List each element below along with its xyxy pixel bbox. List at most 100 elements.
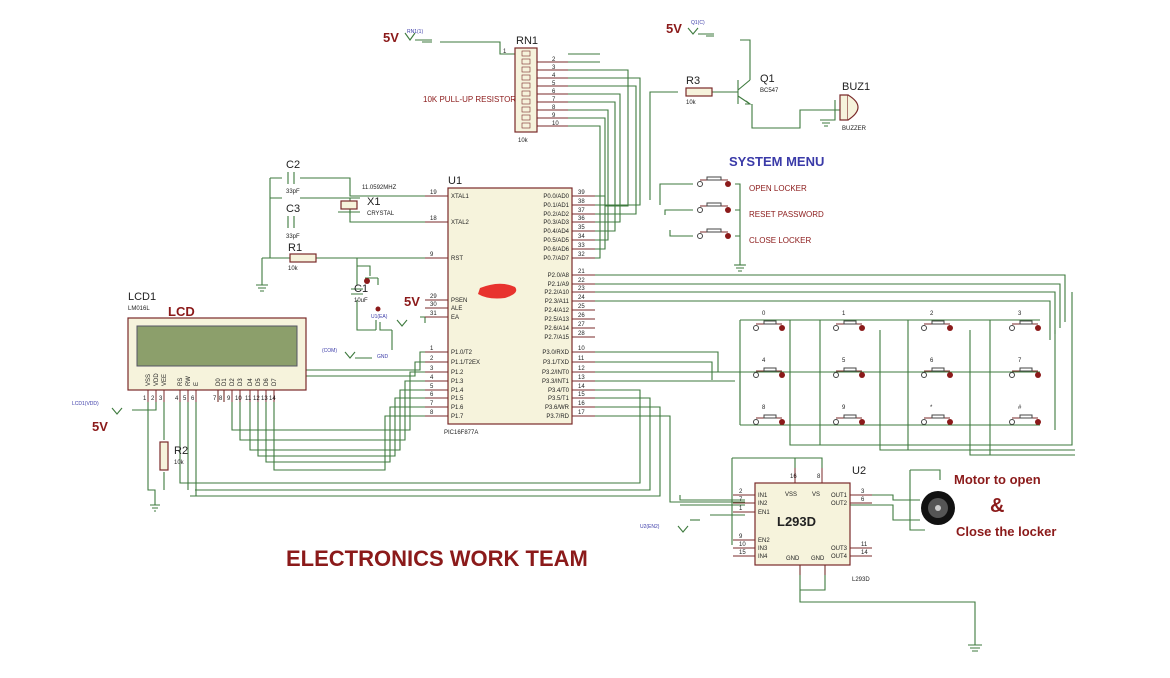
- rn1-element: [521, 66, 531, 73]
- u1-right-pin-num: 38: [578, 199, 585, 205]
- u1-left-pin-num: 9: [430, 252, 434, 258]
- c3-capacitor: C3 33pF: [286, 203, 300, 240]
- u1-left-pin-num: 19: [430, 190, 437, 196]
- c1-value: 10uF: [354, 298, 368, 304]
- buzzer-ref: BUZ1: [842, 81, 870, 93]
- c1-capacitor: C1 10uF: [351, 278, 381, 312]
- u1-left-pin-name: EA: [451, 315, 459, 321]
- u1-right-pin-name: P0.2/AD2: [543, 212, 569, 218]
- lcd-pin-name: RW: [186, 376, 192, 386]
- key-right-contact: [859, 325, 865, 331]
- key-right-contact: [1035, 325, 1041, 331]
- q1-5v-label: 5V: [666, 21, 682, 36]
- u1-right-pin-num: 17: [578, 410, 585, 416]
- u1-left-pin-name: ALE: [451, 306, 462, 312]
- u1-right-pin-num: 22: [578, 278, 585, 284]
- menu-item-label: CLOSE LOCKER: [749, 236, 811, 245]
- u1-right-pin-name: P2.5/A13: [544, 317, 569, 323]
- u1-left-pin-name: P1.6: [451, 405, 464, 411]
- lcd-pin-num: 8: [219, 396, 223, 402]
- u1-left-pin-name: P1.3: [451, 379, 464, 385]
- u1-right-pin-num: 34: [578, 234, 585, 240]
- lcd-pin-name: D4: [248, 378, 254, 386]
- buzzer-part: BUZZER: [842, 126, 867, 132]
- rn1-pin-num: 6: [552, 89, 556, 95]
- motor-amp: &: [990, 495, 1004, 517]
- r1-resistor: R1 10k: [288, 242, 317, 272]
- u2-left-pin-name: EN2: [758, 538, 770, 544]
- u2-left-pin-num: 10: [739, 542, 746, 548]
- rn1-desc: 10K PULL-UP RESISTOR: [423, 95, 516, 104]
- rn1-pin-num: 7: [552, 97, 556, 103]
- rn1-pin-num: 8: [552, 105, 556, 111]
- buzzer: BUZ1 BUZZER: [839, 81, 870, 132]
- key-cap: [763, 414, 777, 419]
- menu-switch-right-contact: [725, 233, 731, 239]
- com-terminal: (COM): [322, 348, 337, 354]
- lcd-pin-name: VSS: [146, 374, 152, 386]
- lcd-pin-name: E: [194, 382, 200, 386]
- rn1-terminal: RN1(1): [407, 29, 423, 35]
- u1-left-pin-num: 1: [430, 346, 434, 352]
- u1-right-pin-name: P2.1/A9: [548, 282, 570, 288]
- u2-right-pin-name: OUT2: [831, 501, 848, 507]
- c3-ref: C3: [286, 203, 300, 215]
- key-cap: [843, 367, 857, 372]
- key-left-contact: [833, 325, 839, 331]
- key-right-contact: [779, 419, 785, 425]
- key-right-contact: [779, 372, 785, 378]
- u1-right-pin-name: P0.5/AD5: [543, 238, 569, 244]
- ground-symbols: [150, 119, 982, 652]
- u1-left-pin-name: P1.1/T2EX: [451, 360, 480, 366]
- key-cap: [843, 320, 857, 325]
- u1-left-pin-name: XTAL2: [451, 220, 470, 226]
- key-left-contact: [921, 419, 927, 425]
- c1-ref: C1: [354, 283, 368, 295]
- u1-right-pin-num: 12: [578, 366, 585, 372]
- key-cap: [843, 414, 857, 419]
- lcd-part: LM016L: [128, 306, 150, 312]
- lcd-pin-num: 6: [191, 396, 195, 402]
- x1-crystal: X1 CRYSTAL 11.0592MHZ: [338, 185, 397, 217]
- lcd-screen-label: LCD: [168, 304, 195, 319]
- u2-top-pin-num: 8: [817, 474, 821, 480]
- lcd-5v-label: 5V: [92, 419, 108, 434]
- key-right-contact: [947, 372, 953, 378]
- u1-right-pin-num: 26: [578, 313, 585, 319]
- u2-left-pin-num: 9: [739, 534, 743, 540]
- key-label: 7: [1018, 358, 1022, 364]
- u1-left-pin-num: 2: [430, 356, 434, 362]
- lcd-ref: LCD1: [128, 291, 156, 303]
- menu-switch-left-contact: [697, 181, 703, 187]
- u1-right-pin-num: 16: [578, 401, 585, 407]
- key-label: 6: [930, 358, 934, 364]
- key-label: 0: [762, 311, 766, 317]
- lcd-pin-name: D6: [264, 378, 270, 386]
- u2-bottom-pin-name: GND: [786, 556, 800, 562]
- key-left-contact: [1009, 419, 1015, 425]
- u1-right-pin-name: P0.1/AD1: [543, 203, 569, 209]
- lcd-pin-num: 4: [175, 396, 179, 402]
- u1-right-pin-num: 23: [578, 286, 585, 292]
- lcd-pin-num: 3: [159, 396, 163, 402]
- u1-left-pin-name: RST: [451, 256, 463, 262]
- key-cap: [1019, 320, 1033, 325]
- u1-right-pin-num: 37: [578, 208, 585, 214]
- key-left-contact: [1009, 372, 1015, 378]
- key-label: 5: [842, 358, 846, 364]
- u2-top-pin-num: 16: [790, 474, 797, 480]
- u1-right-pin-num: 28: [578, 331, 585, 337]
- key-left-contact: [753, 325, 759, 331]
- rn1-pin-num: 2: [552, 57, 556, 63]
- u2-left-pin-name: EN1: [758, 510, 770, 516]
- key-right-contact: [947, 419, 953, 425]
- key-left-contact: [833, 372, 839, 378]
- rn1-pin-num: 10: [552, 121, 559, 127]
- q1-transistor: Q1 BC547: [737, 73, 779, 105]
- u1-right-pin-name: P2.7/A15: [544, 335, 569, 341]
- r2-value: 10k: [174, 460, 185, 466]
- u1-right-pin-name: P0.3/AD3: [543, 220, 569, 226]
- rn1-value: 10k: [518, 138, 529, 144]
